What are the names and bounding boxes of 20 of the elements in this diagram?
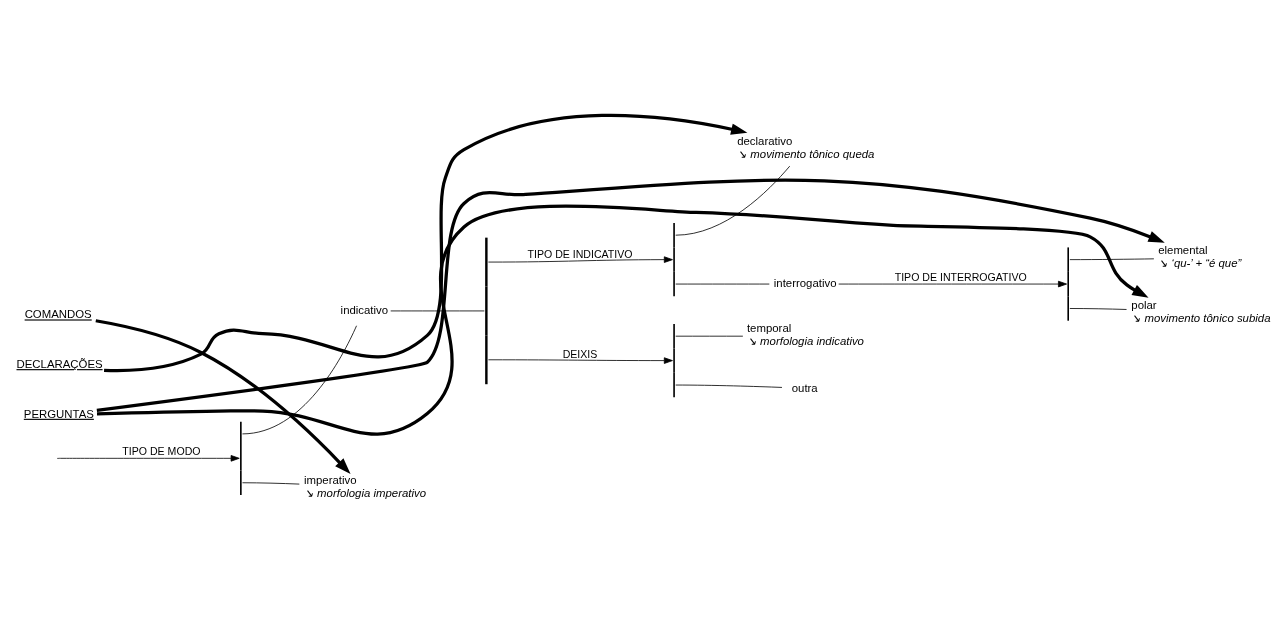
node-text: declarativo xyxy=(737,134,793,147)
node-text: DECLARAÇÕES xyxy=(16,357,103,370)
node-text: PERGUNTAS xyxy=(23,407,94,420)
node-text: polar xyxy=(1131,298,1157,311)
edge-label: TIPO DE MODO xyxy=(122,444,201,457)
edge-label: DEIXIS xyxy=(562,347,598,360)
node-label: ↘ ‘qu-’ + “é que” xyxy=(1158,256,1242,269)
node-text: elemental xyxy=(1158,243,1208,256)
node-text: imperativo xyxy=(303,473,357,486)
node-label: ↘ morfologia imperativo xyxy=(303,486,427,499)
node-label: ↘ movimento tônico subida xyxy=(1131,311,1271,324)
node-label: ↘ morfologia indicativo xyxy=(746,334,864,347)
node-label: ↘ movimento tônico queda xyxy=(737,147,875,160)
node-text: indicativo xyxy=(340,303,389,316)
node-text: outra xyxy=(791,381,818,394)
edge-label: TIPO DE INDICATIVO xyxy=(527,247,633,260)
node-text: COMANDOS xyxy=(24,307,92,320)
node-text: interrogativo xyxy=(773,276,837,289)
node-text: temporal xyxy=(746,321,792,334)
edge-label: TIPO DE INTERROGATIVO xyxy=(894,270,1027,283)
